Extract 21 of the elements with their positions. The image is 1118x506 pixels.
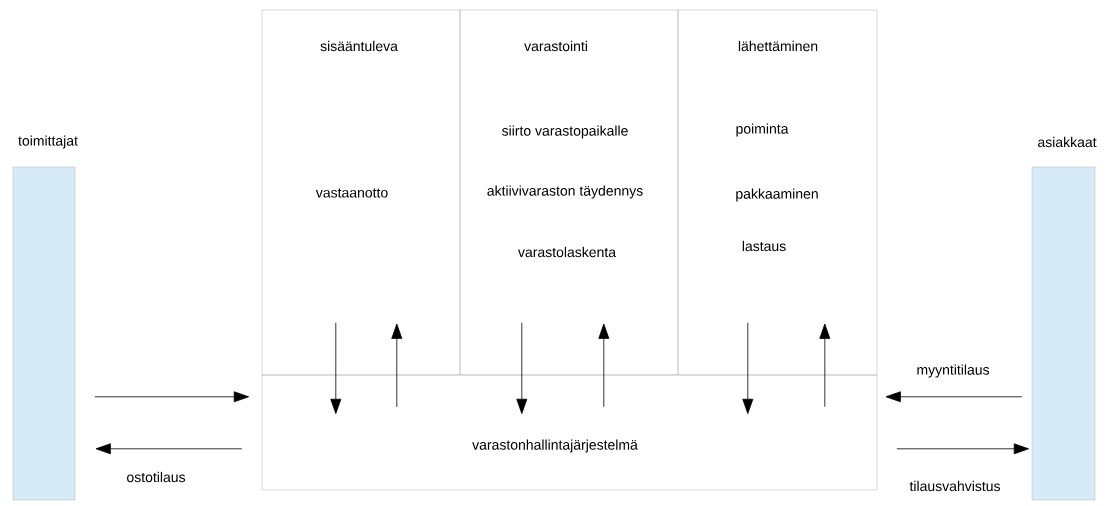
party-bar: toimittajat	[12, 135, 78, 501]
process-column: lähettäminen poiminta pakkaaminen lastaus	[677, 9, 878, 376]
arrow	[598, 323, 610, 408]
system-box: varastonhallintajärjestelmä	[261, 374, 878, 491]
arrow	[819, 323, 831, 408]
process-column: sisääntuleva vastaanotto	[261, 9, 461, 376]
arrow	[330, 322, 342, 414]
party-bar: asiakkaat	[1031, 136, 1097, 501]
arrow	[95, 443, 243, 455]
edge-label: myyntitilaus	[915, 363, 991, 379]
node-label: asiakkaat	[1038, 136, 1097, 148]
arrow	[896, 443, 1029, 455]
arrow	[391, 323, 403, 408]
process-column: varastointi siirto varastopaikalle aktiivivaraston täydennys varastolaskenta	[459, 9, 679, 376]
arrow	[516, 322, 528, 414]
node-label: toimittajat	[18, 135, 78, 149]
edge-label: tilausvahvistus	[908, 479, 1002, 493]
arrow	[94, 391, 249, 403]
arrow	[885, 391, 1023, 403]
arrow	[742, 322, 754, 414]
edge-label: ostotilaus	[125, 470, 187, 484]
